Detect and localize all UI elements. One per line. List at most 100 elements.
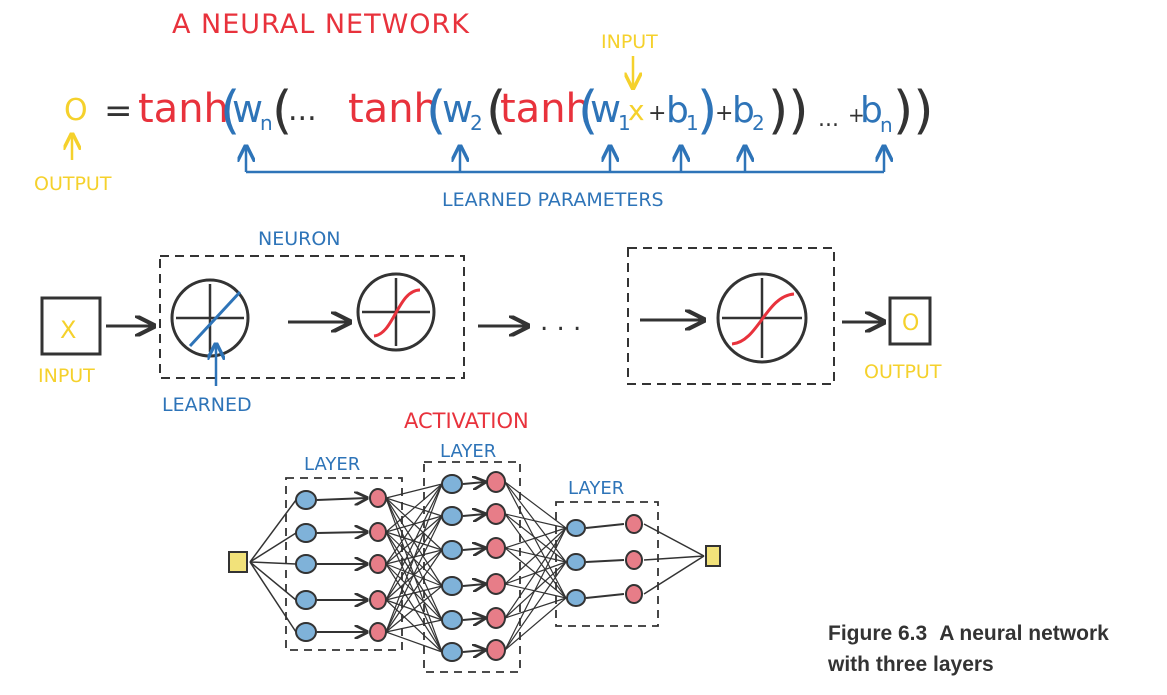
dense-edge	[385, 483, 443, 533]
activation-neuron	[369, 590, 387, 610]
dense-edge	[385, 631, 443, 653]
input-x: x	[628, 94, 645, 127]
dense-edge	[385, 483, 443, 601]
dense-edge	[504, 547, 567, 563]
dense-edge	[385, 599, 443, 621]
layer-2-box	[423, 461, 521, 673]
layer-1-label: LAYER	[304, 454, 360, 475]
dense-edge	[385, 619, 443, 633]
paren-open-4: (	[486, 81, 506, 141]
input-edge	[249, 499, 297, 563]
learned-parameters-label: LEARNED PARAMETERS	[442, 189, 664, 211]
plus-3: +	[848, 103, 865, 127]
network-input-box	[228, 551, 248, 573]
caption-number: Figure 6.3	[828, 622, 928, 645]
dense-edge	[385, 563, 443, 653]
paren-open-3: (	[426, 81, 446, 141]
linear-neuron	[295, 554, 317, 574]
layer-2-label: LAYER	[440, 441, 496, 462]
activation-neuron	[486, 573, 506, 595]
neuron-edge	[585, 523, 625, 529]
dense-edge	[385, 585, 443, 633]
linear-neuron	[295, 523, 317, 543]
dense-edge	[504, 583, 567, 599]
last-neuron-box	[627, 247, 835, 385]
caption-text-1: A neural network	[939, 622, 1109, 645]
dense-edge	[385, 585, 443, 601]
plus-2: +	[715, 101, 733, 126]
output-left-label: OUTPUT	[34, 173, 112, 195]
linear-neuron	[295, 490, 317, 510]
ellipsis-left: ...	[288, 93, 317, 128]
tanh-middle: tanh	[348, 86, 439, 132]
layered-network	[228, 471, 721, 662]
linear-neuron	[441, 642, 463, 662]
activation-neuron	[486, 607, 506, 629]
linear-unit	[170, 278, 250, 358]
output-label: OUTPUT	[864, 361, 942, 383]
dense-edge	[385, 531, 443, 621]
linear-neuron	[566, 589, 586, 607]
input-box-symbol: X	[60, 316, 76, 344]
paren-open-2: (	[272, 81, 292, 141]
weight-w1: w	[590, 87, 621, 131]
input-edge	[249, 561, 297, 601]
neuron-box	[159, 255, 465, 379]
output-box	[888, 296, 932, 346]
dense-edge	[504, 527, 567, 549]
activation-neuron	[369, 554, 387, 574]
diagram-title: A NEURAL NETWORK	[172, 9, 470, 40]
weight-w2: w	[442, 87, 473, 131]
activation-unit-1	[356, 272, 436, 352]
caption-line-1: Figure 6.3 A neural network	[828, 618, 1163, 649]
bias-b1: b	[666, 90, 689, 131]
input-box	[40, 296, 102, 356]
neuron-edge	[462, 650, 485, 652]
dense-edge	[504, 597, 567, 651]
input-top-label: INPUT	[601, 31, 658, 53]
weight-w1-subscript: 1	[618, 111, 631, 135]
linear-neuron	[441, 576, 463, 596]
linear-neuron	[441, 540, 463, 560]
neuron-edge	[316, 532, 367, 533]
dense-edge	[385, 497, 443, 517]
linear-neuron	[441, 610, 463, 630]
paren-open-1: (	[220, 81, 240, 141]
neuron-edge	[316, 498, 367, 500]
dense-edge	[504, 561, 567, 651]
neuron-label: NEURON	[258, 228, 341, 250]
weight-wn-subscript: n	[260, 111, 273, 135]
bias-bn-subscript: n	[880, 113, 893, 137]
bias-b2-subscript: 2	[752, 111, 765, 135]
layer-3-label: LAYER	[568, 478, 624, 499]
chain-dots: . . .	[540, 307, 581, 337]
weight-wn: w	[232, 87, 263, 131]
dense-edge	[385, 483, 443, 633]
dense-edge	[504, 597, 567, 619]
input-label: INPUT	[38, 365, 95, 387]
linear-neuron	[295, 622, 317, 642]
dense-edge	[504, 527, 567, 585]
paren-open-5: (	[578, 81, 598, 141]
activation-unit-2	[716, 272, 808, 364]
linear-neuron	[441, 506, 463, 526]
paren-close-end: ))	[893, 81, 934, 141]
output-symbol: O	[64, 93, 88, 128]
paren-close-tail: ))	[768, 81, 809, 141]
output-edge	[643, 523, 705, 557]
dense-edge	[385, 549, 443, 633]
neuron-edge	[585, 559, 625, 563]
paren-close-5: )	[697, 81, 717, 141]
input-edge	[249, 561, 297, 565]
activation-neuron	[625, 514, 643, 534]
dense-edge	[504, 527, 567, 619]
output-box-symbol: O	[902, 311, 919, 336]
linear-neuron	[441, 474, 463, 494]
dense-edge	[385, 515, 443, 565]
weight-w2-subscript: 2	[470, 111, 483, 135]
dense-edge	[504, 527, 567, 651]
dense-edge	[504, 513, 567, 529]
neuron-edge	[462, 618, 485, 620]
